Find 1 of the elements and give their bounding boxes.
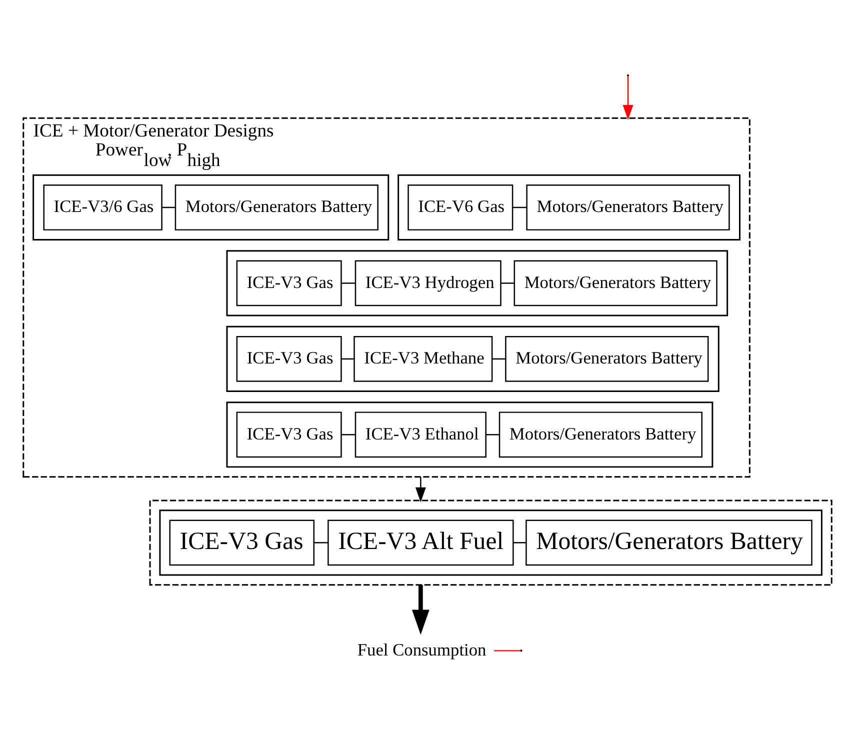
- node-text: Fuel Consumption: [357, 640, 486, 659]
